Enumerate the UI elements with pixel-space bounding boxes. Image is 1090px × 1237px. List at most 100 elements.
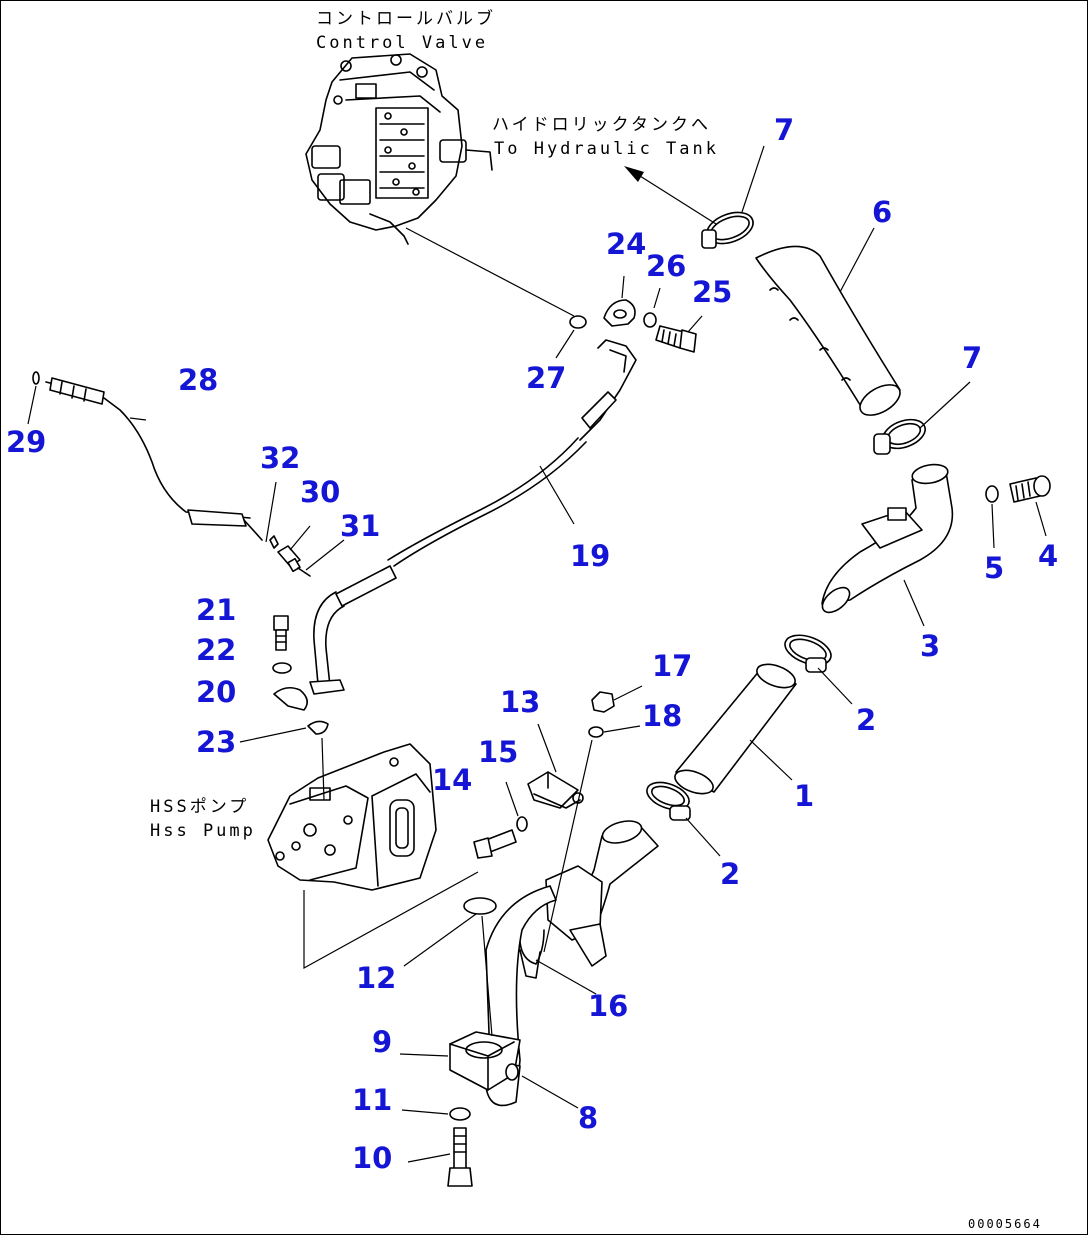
nut-17 [591, 691, 615, 713]
pump-gasket-leader [321, 737, 325, 801]
callout-10: 10 [352, 1141, 392, 1175]
clamp-hole-24 [613, 309, 627, 319]
control-valve-caption-en: Control Valve [316, 33, 488, 53]
leader-25 [687, 315, 703, 333]
bolt-10 [447, 1127, 473, 1187]
suction-elbow [821, 463, 954, 614]
pilot-hose-19 [309, 339, 637, 695]
valve-to-oring-leader [405, 227, 575, 317]
leader-11 [401, 1109, 449, 1115]
washer-18 [588, 726, 604, 738]
callout-9: 9 [372, 1025, 392, 1059]
washer-22 [272, 662, 292, 674]
bolt-25 [655, 325, 697, 353]
leader-32 [265, 481, 277, 543]
control-valve-caption-jp: コントロールバルブ [316, 8, 496, 29]
tank-arrow-head [624, 166, 644, 182]
leader-13 [537, 723, 557, 773]
leader-31 [305, 539, 345, 571]
callout-5: 5 [984, 551, 1004, 585]
sensor-harness-28 [45, 377, 263, 541]
connector-32 [269, 535, 279, 549]
clamp-half-20 [273, 686, 308, 711]
leader-9 [399, 1053, 449, 1057]
drain-pipe-16 [519, 949, 541, 979]
callout-24: 24 [606, 227, 646, 261]
pump-caption-jp: HSSポンプ [150, 797, 249, 817]
leader-26 [653, 287, 661, 309]
callout-32: 32 [260, 441, 300, 475]
callout-2-lower: 2 [720, 857, 740, 891]
callout-21: 21 [196, 593, 236, 627]
callout-7-upper: 7 [774, 113, 794, 147]
callout-25: 25 [692, 275, 732, 309]
leader-30 [289, 525, 311, 551]
washer-26 [643, 312, 657, 328]
callout-19: 19 [570, 539, 610, 573]
callout-17: 17 [652, 649, 692, 683]
flange-block-9 [449, 1031, 521, 1091]
leader-5 [991, 503, 995, 549]
leader-4 [1035, 501, 1047, 537]
callout-11: 11 [352, 1083, 392, 1117]
leader-17 [613, 685, 643, 701]
hose-clamp-lower [873, 418, 926, 455]
leader-23 [239, 727, 307, 743]
callout-16: 16 [588, 989, 628, 1023]
leader-24 [621, 275, 625, 299]
callout-13: 13 [500, 685, 540, 719]
leader-2-lower [685, 817, 721, 857]
clamp-half-24 [603, 299, 636, 327]
callout-6: 6 [872, 195, 892, 229]
pump-caption-en: Hss Pump [150, 821, 256, 841]
oring-to-block-leader [481, 915, 493, 1037]
callout-31: 31 [340, 509, 380, 543]
gasket-23 [307, 720, 329, 735]
callout-12: 12 [356, 961, 396, 995]
leader-12 [403, 913, 477, 967]
leader-29 [27, 385, 37, 425]
callout-2-upper: 2 [856, 703, 876, 737]
o-ring-27 [569, 315, 587, 329]
leader-7-upper [741, 145, 765, 213]
callout-26: 26 [646, 249, 686, 283]
callout-27: 27 [526, 361, 566, 395]
drawing-code: 00005664 [968, 1217, 1042, 1231]
hose-upper [755, 245, 901, 416]
leader-18 [603, 725, 641, 733]
callout-numbers: 1 2 2 3 4 5 6 7 7 8 9 10 11 12 13 14 15 … [6, 113, 1058, 1175]
callout-14: 14 [432, 763, 472, 797]
washer-11 [449, 1107, 471, 1121]
leader-2-upper [817, 667, 853, 705]
callout-22: 22 [196, 633, 236, 667]
callout-8: 8 [578, 1101, 598, 1135]
bolt-4 [1009, 475, 1051, 503]
tank-caption-en: To Hydraulic Tank [494, 139, 719, 159]
callout-3: 3 [920, 629, 940, 663]
sensor-30 [277, 545, 301, 573]
leader-1 [749, 739, 793, 781]
callout-15: 15 [478, 735, 518, 769]
clip-29 [32, 371, 40, 385]
stud-line-18 [543, 739, 593, 953]
leader-8 [521, 1075, 579, 1109]
o-ring-12 [463, 897, 497, 915]
washer-5 [985, 485, 999, 503]
leader-19 [539, 465, 575, 525]
hose-clamp-upper [701, 211, 754, 249]
leader-16 [535, 959, 597, 995]
callout-1: 1 [794, 779, 814, 813]
tank-caption-jp: ハイドロリックタンクへ [492, 115, 711, 135]
callout-30: 30 [300, 475, 340, 509]
leader-6 [839, 227, 875, 293]
tank-arrow-line [639, 175, 717, 225]
callout-23: 23 [196, 725, 236, 759]
o-ring-31 [297, 567, 311, 577]
hose-clamp-2-lower [646, 781, 691, 821]
callout-28: 28 [178, 363, 218, 397]
control-valve [305, 53, 493, 245]
leader-28 [129, 417, 147, 421]
callout-4: 4 [1038, 539, 1058, 573]
